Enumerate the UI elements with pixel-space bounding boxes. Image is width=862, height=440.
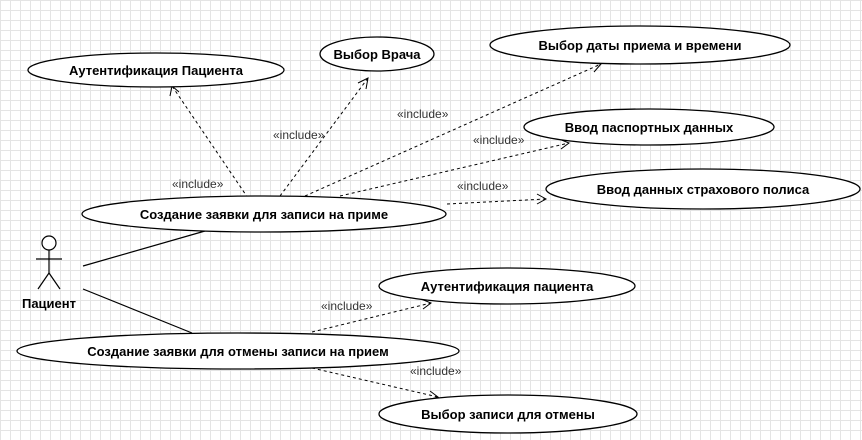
use-case-label: Ввод данных страхового полиса (597, 182, 810, 197)
actor-right-leg (48, 272, 61, 290)
use-case-label: Выбор даты приема и времени (539, 38, 742, 53)
include-label: «include» (457, 179, 509, 193)
use-case-choose-record-cancel[interactable]: Выбор записи для отмены (378, 394, 638, 434)
include-label: «include» (410, 364, 462, 378)
include-label: «include» (473, 133, 525, 147)
use-case-choose-doctor[interactable]: Выбор Врача (319, 36, 435, 72)
use-case-auth-patient[interactable]: Аутентификация Пациента (27, 52, 285, 88)
include-label: «include» (273, 128, 325, 142)
association-line-create-appointment (82, 230, 206, 267)
use-case-label: Создание заявки для отмены записи на при… (87, 344, 388, 359)
actor-left-leg (37, 272, 50, 290)
actor-patient[interactable]: Пациент (22, 235, 76, 311)
association-line-create-cancel (82, 288, 193, 334)
use-case-passport-data[interactable]: Ввод паспортных данных (523, 108, 775, 146)
include-label: «include» (397, 107, 449, 121)
include-label: «include» (321, 299, 373, 313)
use-case-label: Выбор записи для отмены (421, 407, 595, 422)
actor-label: Пациент (22, 296, 76, 311)
use-case-label: Аутентификация Пациента (69, 63, 244, 78)
use-case-label: Выбор Врача (333, 47, 421, 62)
actor-head (41, 235, 57, 251)
include-dependency-choose-doctor (279, 77, 369, 197)
include-dependency-insurance-data (446, 193, 548, 205)
use-case-label: Создание заявки для записи на приме (140, 207, 388, 222)
include-label: «include» (172, 177, 224, 191)
use-case-create-cancel[interactable]: Создание заявки для отмены записи на при… (16, 332, 460, 370)
include-dependency-passport-data (339, 138, 571, 197)
use-case-create-appointment[interactable]: Создание заявки для записи на приме (81, 195, 447, 233)
use-case-auth-patient-cancel[interactable]: Аутентификация пациента (378, 267, 636, 305)
use-case-label: Аутентификация пациента (421, 279, 594, 294)
use-case-insurance-data[interactable]: Ввод данных страхового полиса (545, 168, 861, 210)
use-case-choose-date-time[interactable]: Выбор даты приема и времени (489, 25, 791, 65)
use-case-label: Ввод паспортных данных (565, 120, 734, 135)
